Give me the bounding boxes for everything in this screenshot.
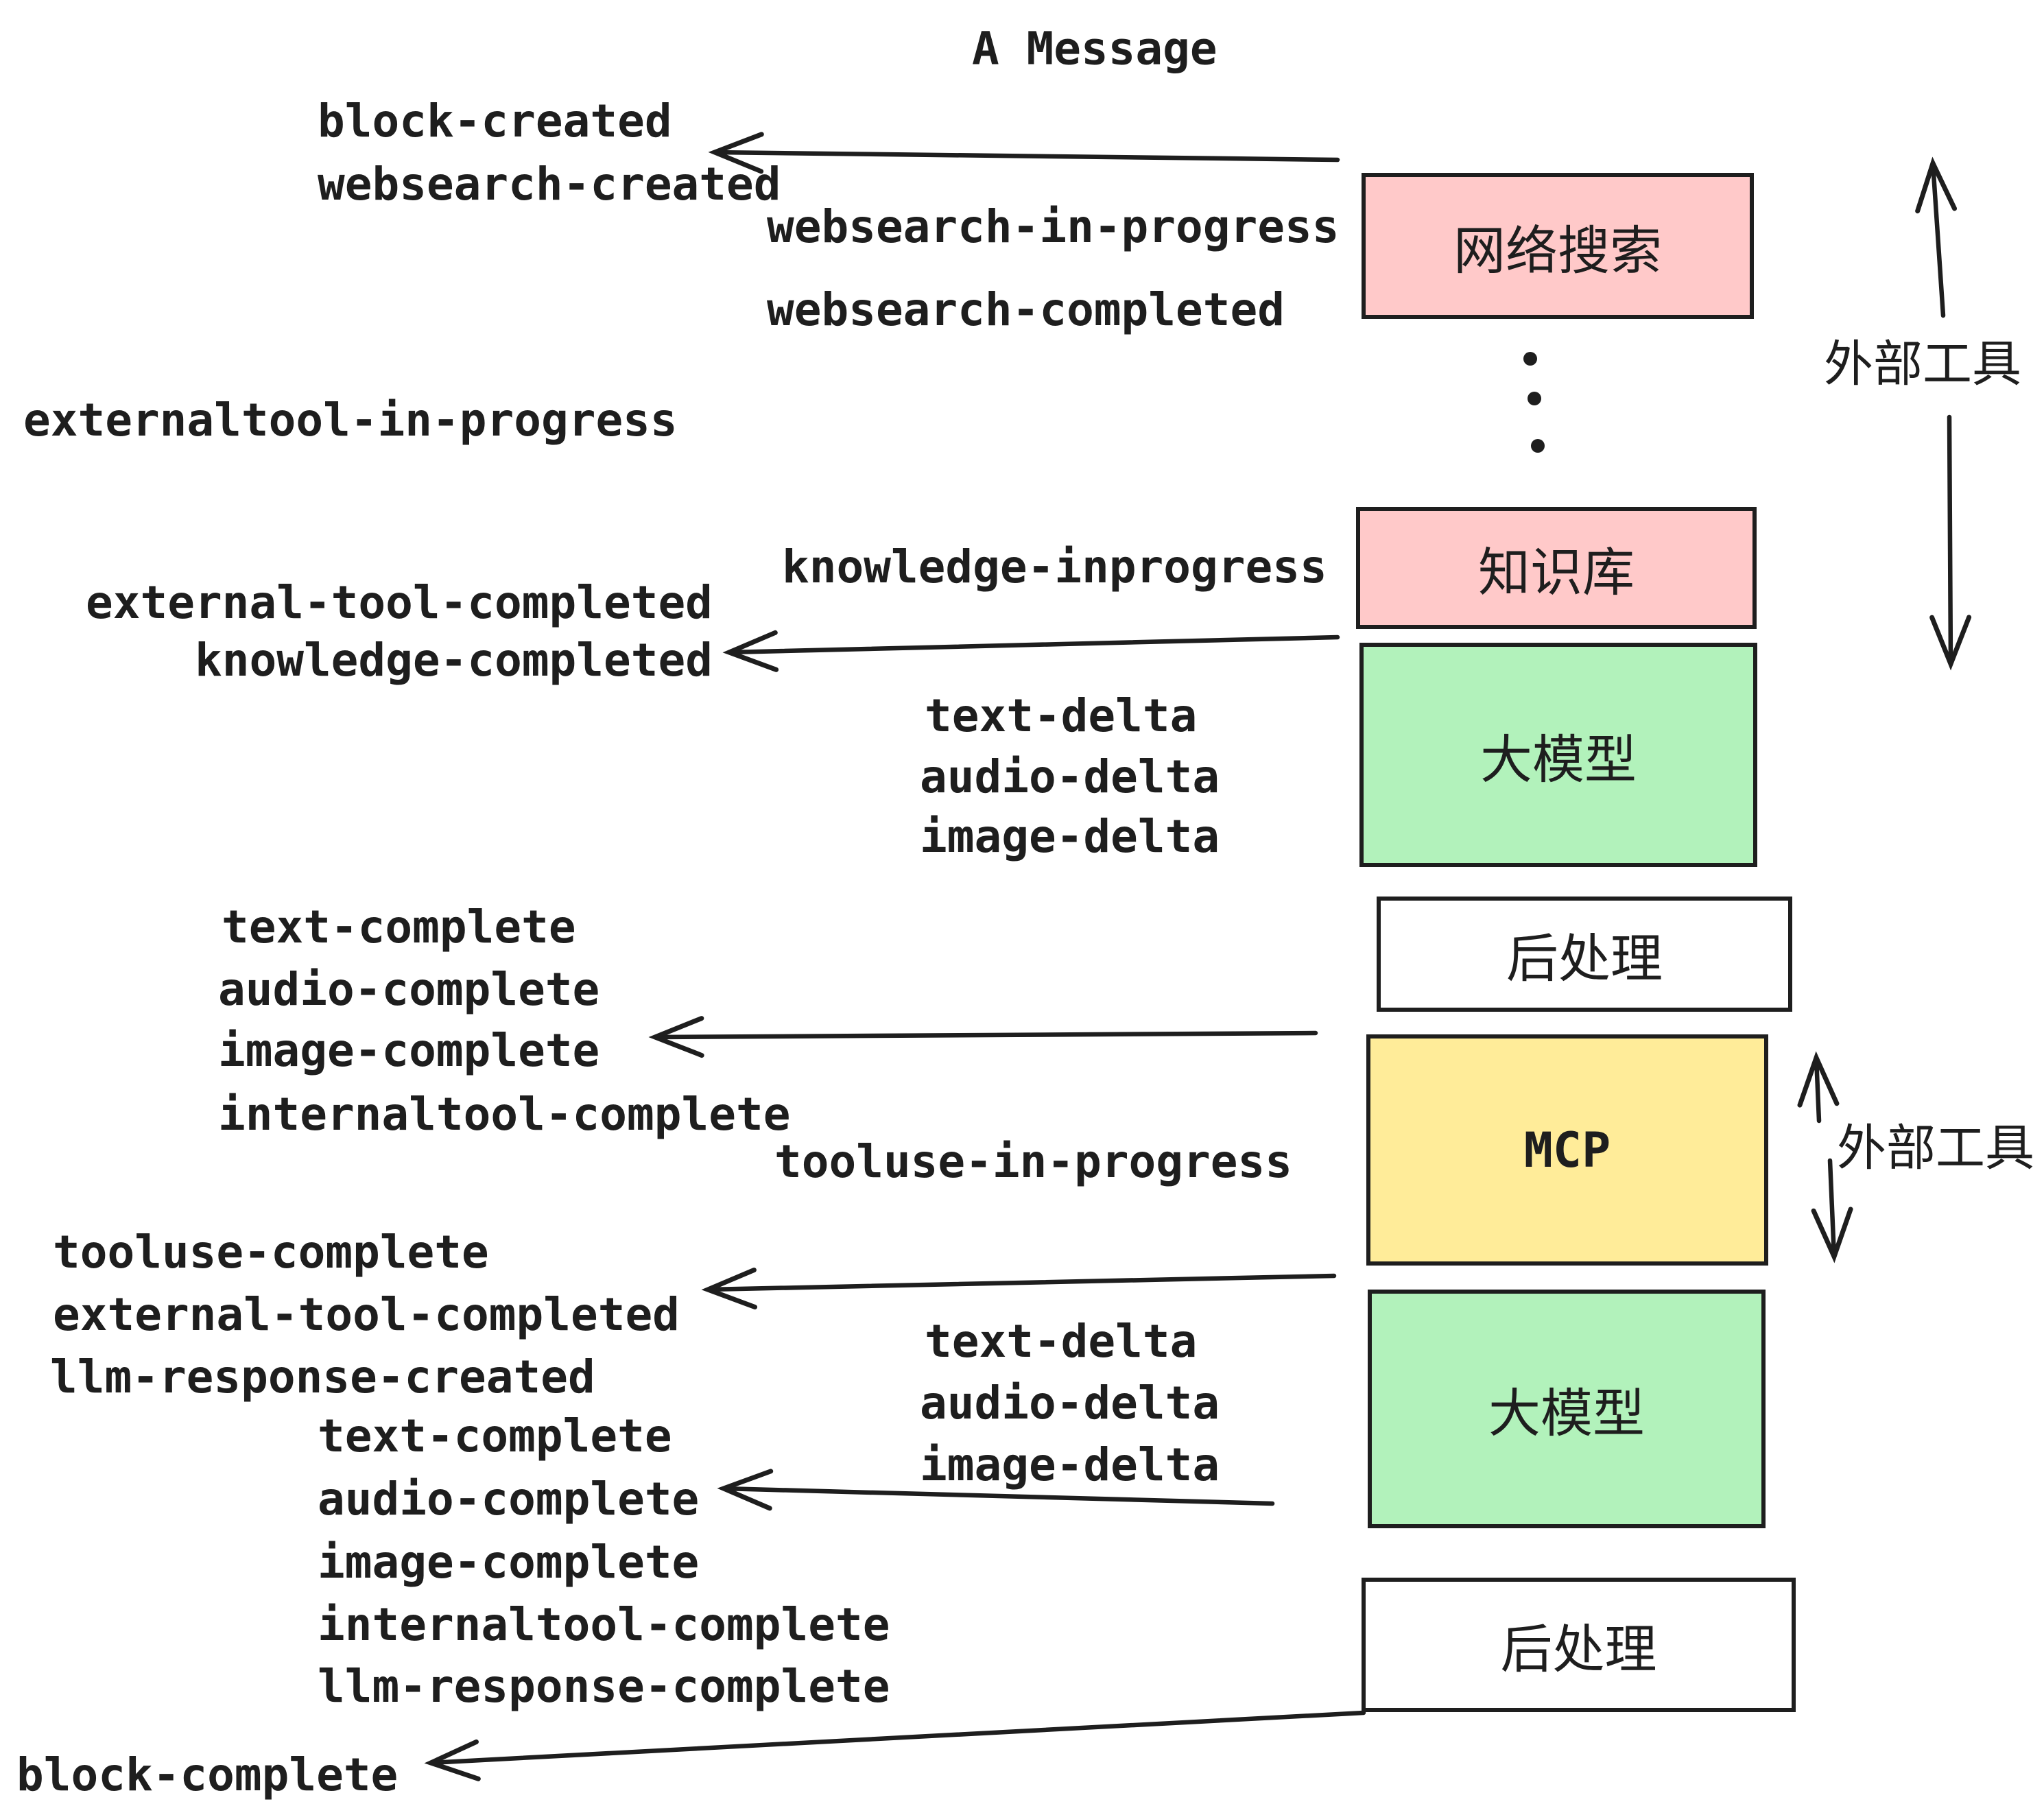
- external-tools-top-arrow-down: [1929, 414, 1972, 671]
- event-label-websearch-completed: websearch-completed: [767, 283, 1285, 336]
- box-mcp-label: MCP: [1523, 1121, 1611, 1178]
- box-knowledge: 知识库: [1356, 507, 1757, 629]
- annotation-external-tools-top: 外部工具: [1824, 335, 2022, 393]
- arrow-mcp-to-image-complete: [648, 1016, 1318, 1058]
- event-label-text-complete-2: text-complete: [318, 1410, 672, 1462]
- event-label-knowledge-inprogress: knowledge-inprogress: [782, 541, 1327, 593]
- annotation-external-tools-mcp: 外部工具: [1837, 1119, 2035, 1177]
- event-label-llm-response-complete: llm-response-complete: [318, 1660, 890, 1713]
- event-label-audio-delta-1: audio-delta: [920, 750, 1220, 803]
- event-label-image-complete-1: image-complete: [218, 1024, 600, 1077]
- arrow-post2-to-block-complete: [424, 1710, 1366, 1781]
- event-label-block-created: block-created: [318, 95, 672, 147]
- box-llm-2: 大模型: [1368, 1290, 1766, 1528]
- box-postprocess-1: 后处理: [1377, 897, 1792, 1012]
- event-label-block-complete: block-complete: [16, 1748, 399, 1801]
- box-postprocess-1-label: 后处理: [1506, 928, 1663, 989]
- external-tools-top-arrow-up: [1915, 156, 1958, 318]
- event-label-tooluse-in-progress: tooluse-in-progress: [774, 1135, 1292, 1188]
- ellipsis-dots: [1523, 352, 1545, 453]
- event-label-websearch-in-progress: websearch-in-progress: [767, 200, 1340, 253]
- event-label-internaltool-complete-1: internaltool-complete: [218, 1088, 791, 1141]
- event-label-audio-delta-2: audio-delta: [920, 1377, 1220, 1429]
- arrow-websearch-to-block-created: [708, 132, 1340, 174]
- event-label-audio-complete-1: audio-complete: [218, 963, 600, 1016]
- event-label-llm-response-created: llm-response-created: [50, 1351, 595, 1403]
- event-label-text-delta-2: text-delta: [925, 1315, 1198, 1368]
- external-tools-mcp-arrow-up: [1797, 1051, 1840, 1124]
- box-postprocess-2: 后处理: [1362, 1578, 1796, 1712]
- event-label-text-complete-1: text-complete: [222, 901, 576, 953]
- box-knowledge-label: 知识库: [1478, 542, 1635, 603]
- arrow-llm1-to-knowledge-completed: [722, 630, 1340, 672]
- arrow-llm2-to-audio-complete: [717, 1469, 1275, 1511]
- ellipsis-dot: [1528, 392, 1541, 405]
- ellipsis-dot: [1523, 352, 1537, 366]
- event-label-text-delta-1: text-delta: [925, 689, 1198, 742]
- external-tools-mcp-arrow-down: [1811, 1158, 1853, 1263]
- box-llm-1: 大模型: [1359, 643, 1757, 867]
- box-llm-1-label: 大模型: [1480, 728, 1637, 790]
- event-label-image-delta-2: image-delta: [920, 1438, 1220, 1491]
- box-websearch-label: 网络搜索: [1453, 219, 1662, 281]
- ellipsis-dot: [1531, 439, 1545, 453]
- event-label-externaltool-in-progress: externaltool-in-progress: [23, 394, 678, 447]
- box-websearch: 网络搜索: [1362, 173, 1754, 319]
- event-label-external-tool-completed-1: external-tool-completed: [86, 576, 713, 629]
- arrow-llm2-to-external-tool-completed: [701, 1268, 1337, 1310]
- event-label-image-complete-2: image-complete: [318, 1536, 700, 1589]
- event-label-internaltool-complete-2: internaltool-complete: [318, 1598, 890, 1651]
- event-label-knowledge-completed: knowledge-completed: [195, 634, 713, 687]
- box-postprocess-2-label: 后处理: [1500, 1619, 1657, 1680]
- box-mcp: MCP: [1366, 1034, 1768, 1266]
- event-label-image-delta-1: image-delta: [920, 810, 1220, 863]
- event-label-tooluse-complete: tooluse-complete: [53, 1226, 489, 1279]
- diagram-title: A Message: [972, 22, 1217, 75]
- box-llm-2-label: 大模型: [1488, 1383, 1645, 1444]
- event-label-external-tool-completed-2: external-tool-completed: [53, 1288, 680, 1341]
- event-label-websearch-created: websearch-created: [318, 158, 781, 211]
- event-label-audio-complete-2: audio-complete: [318, 1473, 700, 1526]
